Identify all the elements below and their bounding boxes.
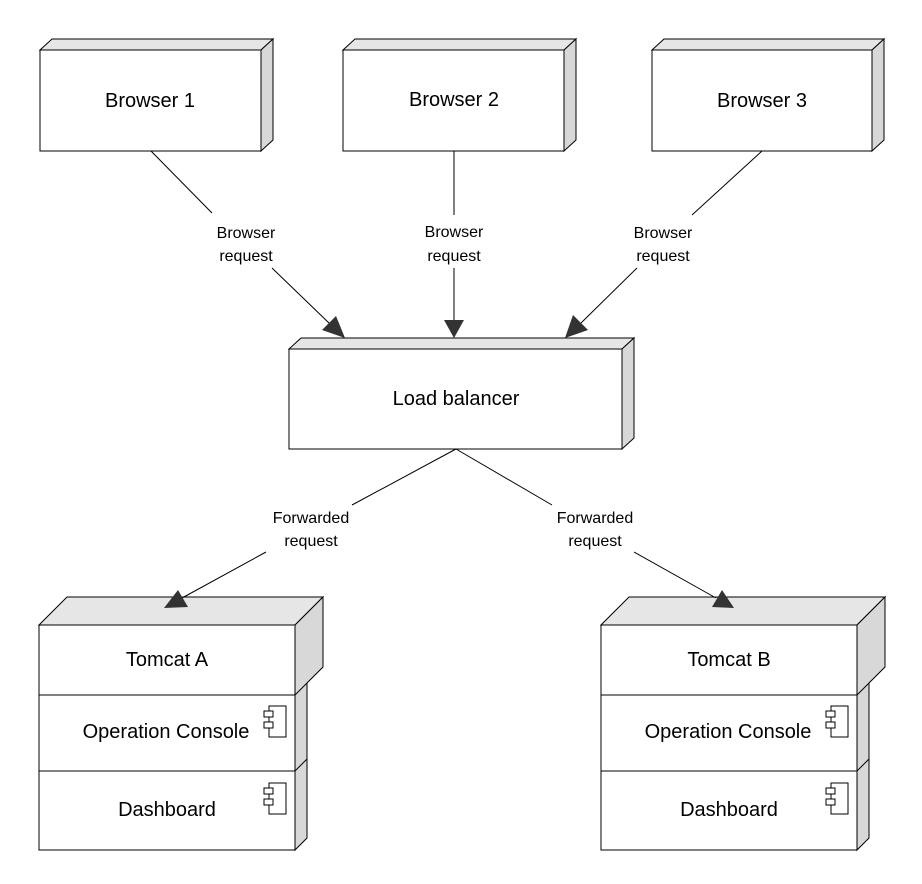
edge-browser-2-to-load-balancer: Browser request [425, 151, 484, 338]
component-icon [263, 705, 287, 738]
node-load-balancer: Load balancer [287, 336, 636, 451]
tomcat-b-operation-console: Operation Console [645, 705, 849, 743]
node-browser-1: Browser 1 [38, 37, 275, 153]
tomcat-a-dashboard-label: Dashboard [118, 799, 216, 821]
arrowhead-icon [322, 316, 345, 338]
arrowhead-icon [712, 590, 734, 608]
browser-3-label: Browser 3 [717, 90, 807, 112]
edge-label-line1: Forwarded [557, 510, 633, 527]
edge-load-balancer-to-tomcat-b: Forwarded request [455, 448, 734, 608]
tomcat-b-dashboard: Dashboard [680, 782, 849, 821]
edge-browser-1-to-load-balancer: Browser request [150, 150, 345, 338]
edge-label-line1: Browser [217, 225, 276, 242]
tomcat-a-operation-console: Operation Console [83, 705, 287, 743]
tomcat-a-operation-console-label: Operation Console [83, 721, 250, 743]
component-icon [825, 705, 849, 738]
tomcat-b-title: Tomcat B [687, 649, 770, 671]
node-tomcat-a: Tomcat A Operation Console Dashboard [37, 595, 325, 852]
tomcat-b-operation-console-label: Operation Console [645, 721, 812, 743]
arrowhead-icon [444, 320, 464, 338]
edge-label-line2: request [284, 533, 338, 550]
edge-label-line2: request [219, 248, 273, 265]
edge-label-line2: request [427, 248, 481, 265]
edge-label-line1: Browser [634, 225, 693, 242]
edge-label-line1: Browser [425, 224, 484, 241]
arrowhead-icon [565, 315, 588, 338]
browser-2-label: Browser 2 [409, 89, 499, 111]
tomcat-b-dashboard-label: Dashboard [680, 799, 778, 821]
node-browser-3: Browser 3 [650, 37, 886, 153]
edge-label-line2: request [636, 248, 690, 265]
component-icon [263, 782, 287, 815]
load-balancer-label: Load balancer [393, 388, 520, 410]
arrowhead-icon [164, 590, 188, 608]
edge-load-balancer-to-tomcat-a: Forwarded request [164, 448, 457, 608]
tomcat-a-dashboard: Dashboard [118, 782, 287, 821]
node-browser-2: Browser 2 [341, 37, 578, 153]
edge-label-line2: request [568, 533, 622, 550]
component-icon [825, 782, 849, 815]
tomcat-a-title: Tomcat A [126, 649, 209, 671]
node-tomcat-b: Tomcat B Operation Console Dashboard [599, 595, 887, 852]
edge-label-line1: Forwarded [273, 510, 349, 527]
edge-browser-3-to-load-balancer: Browser request [565, 150, 763, 338]
browser-1-label: Browser 1 [105, 90, 195, 112]
